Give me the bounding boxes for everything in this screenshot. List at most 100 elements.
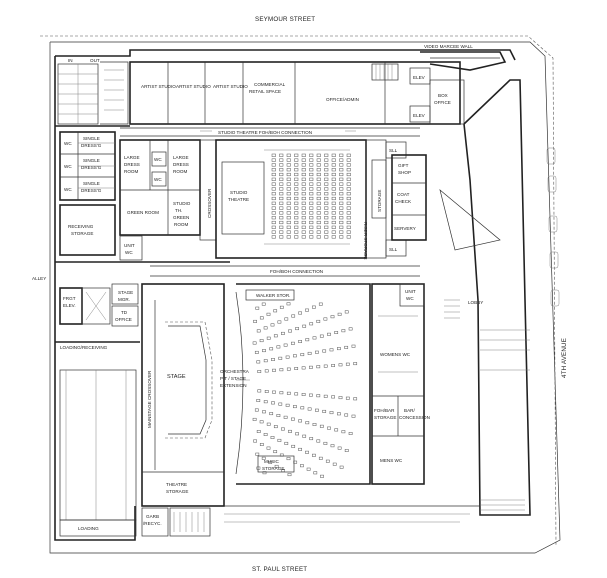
riser-storage <box>365 139 407 259</box>
seat <box>281 331 285 335</box>
seat <box>346 230 351 234</box>
seat <box>309 182 314 186</box>
seat <box>286 187 291 191</box>
seat <box>324 230 329 234</box>
seat <box>337 446 342 450</box>
room-label: ARTIST STUDIO <box>176 84 211 89</box>
seat <box>344 413 349 417</box>
seat <box>269 412 274 416</box>
coat-check-label: COAT <box>397 192 410 197</box>
seat <box>302 324 307 328</box>
seat <box>286 230 291 234</box>
seat <box>286 225 291 229</box>
seat <box>331 230 336 234</box>
seat <box>279 177 284 181</box>
seat <box>316 168 321 172</box>
seat <box>278 356 283 360</box>
seat <box>325 459 330 463</box>
seat <box>316 365 321 369</box>
seat <box>316 319 321 323</box>
seat <box>286 163 291 167</box>
seat <box>316 220 321 225</box>
studio-connection-label: STUDIO THEATRE FOH/BOH CONNECTION <box>218 130 312 135</box>
foh-boh-connection-label: FOH/BOH CONNECTION <box>270 269 323 274</box>
seat <box>337 412 341 416</box>
seat <box>286 220 291 225</box>
single-dressing-label-2b: DRESS'G <box>81 165 102 170</box>
seat <box>339 163 344 167</box>
seat <box>320 474 324 478</box>
seat <box>279 158 284 162</box>
seat <box>346 168 351 172</box>
lobby <box>439 79 531 516</box>
commercial-label: COMMERCIAL <box>254 82 286 87</box>
seat <box>294 172 299 177</box>
orchestra-pit-label-3: EXTENSION <box>220 383 247 388</box>
freight-elevator-label: FRGT <box>63 296 76 301</box>
seat <box>300 353 305 357</box>
seat <box>286 192 291 196</box>
seat <box>346 177 351 181</box>
seat <box>285 403 290 407</box>
seat <box>309 322 314 326</box>
seat <box>291 341 295 345</box>
seat <box>279 235 284 239</box>
orchestra-pit-label: ORCHESTRA <box>220 369 250 374</box>
seat <box>279 168 284 172</box>
seat <box>327 332 331 336</box>
wc-label-3: WC <box>64 187 72 192</box>
seat <box>286 206 291 210</box>
parked-cars <box>546 147 560 307</box>
seat <box>281 427 285 431</box>
seat <box>339 235 344 239</box>
seat <box>305 308 309 312</box>
seat <box>309 220 314 225</box>
street-label-north: SEYMOUR STREET <box>255 16 315 23</box>
seat <box>283 343 288 347</box>
seat <box>271 201 276 205</box>
seat <box>316 163 321 167</box>
sll-label-north: SLL <box>389 148 398 153</box>
servery-label: SERVERY <box>394 226 416 231</box>
receiving-storage-label-2: STORAGE <box>71 231 93 236</box>
seat <box>324 220 329 225</box>
seat <box>279 192 284 196</box>
green-room-label: GREEN ROOM <box>127 210 159 215</box>
seat <box>341 329 346 333</box>
seat <box>309 216 314 220</box>
seat <box>256 360 261 364</box>
seat <box>312 423 317 426</box>
studio-theatre-seating <box>271 153 351 239</box>
womens-wc-label: WOMENS WC <box>380 352 411 357</box>
seat <box>324 158 329 162</box>
retail-space-label: RETAIL SPACE <box>249 89 281 94</box>
seat <box>309 365 313 369</box>
garbage-recycling-label-2: /RECYC. <box>143 521 162 526</box>
music-storage-label-2: STORAGE <box>262 466 284 471</box>
seat <box>293 354 297 358</box>
seat <box>331 168 336 172</box>
seat <box>309 211 314 215</box>
seat <box>284 441 289 445</box>
seat <box>324 182 329 186</box>
seat <box>331 163 336 167</box>
seat <box>279 211 284 215</box>
single-dressing-label-2: SINGLE <box>83 158 100 163</box>
seat <box>281 469 285 472</box>
seat <box>324 235 329 239</box>
seat <box>301 366 306 370</box>
seat <box>346 158 351 162</box>
seat <box>257 389 262 393</box>
seat <box>271 158 276 162</box>
bar-concession-label: BAR/ <box>404 408 415 413</box>
seat <box>316 201 321 205</box>
seat <box>279 172 284 177</box>
seat <box>332 462 337 466</box>
seat <box>276 414 281 417</box>
site-boundary <box>40 35 561 554</box>
seat <box>337 312 342 316</box>
music-storage-label: MUSIC <box>264 459 279 464</box>
seat <box>329 348 334 352</box>
freight-elevator-label-2: ELEV. <box>63 303 76 308</box>
